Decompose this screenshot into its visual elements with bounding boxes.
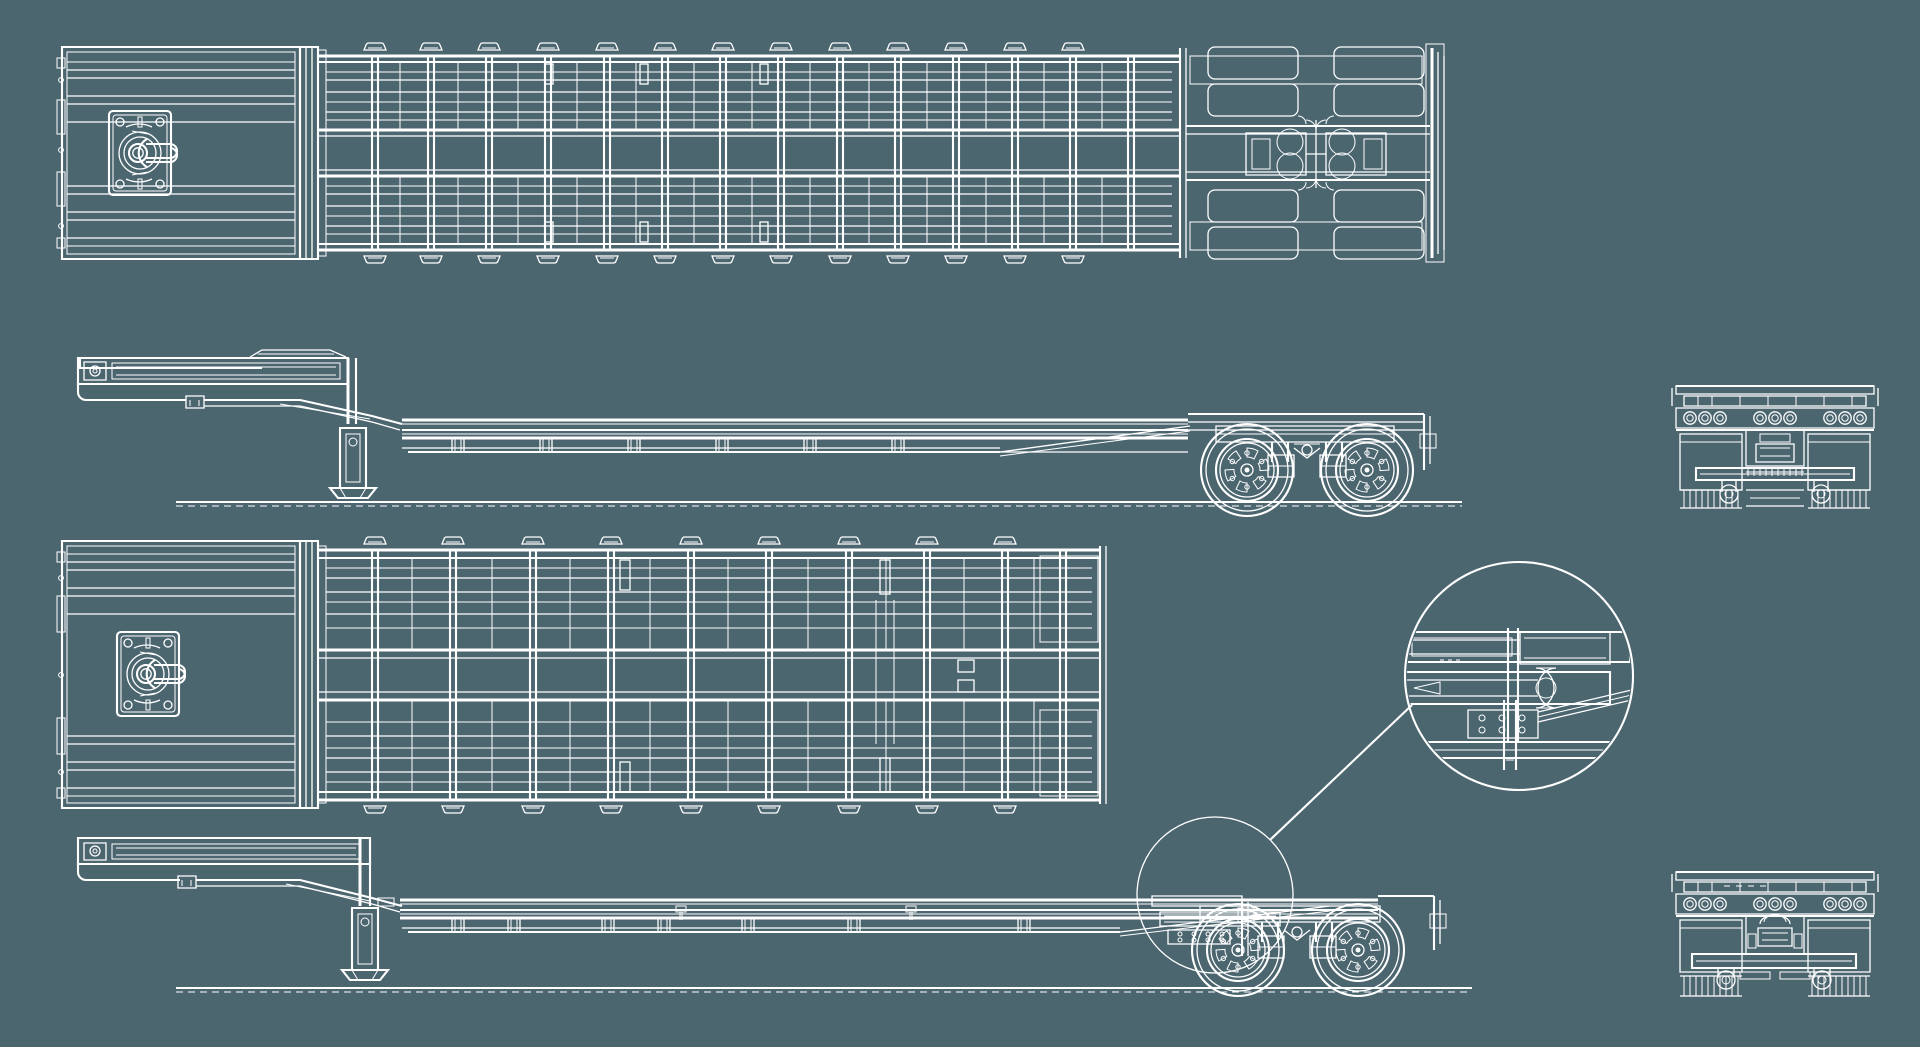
icc-bumper-lower bbox=[1692, 954, 1856, 968]
tandem-axle-elev-lower bbox=[1190, 896, 1446, 998]
gooseneck-plan-lower bbox=[57, 541, 300, 808]
crossmembers-plan-upper bbox=[370, 56, 1136, 250]
suspension-hardware-plan bbox=[1246, 116, 1386, 190]
detail-callout bbox=[1137, 562, 1640, 973]
view-rear-lower bbox=[1672, 872, 1878, 996]
tires-upper-left bbox=[1208, 47, 1298, 116]
slider-assembly-elev-lower bbox=[1152, 896, 1280, 956]
outrigger-sockets-lower bbox=[451, 917, 1031, 933]
beam-markers-lower bbox=[675, 905, 917, 920]
crossmembers-plan-lower bbox=[370, 550, 1068, 800]
tandem-axle-plan-upper bbox=[1208, 47, 1424, 259]
mudflap-left-lower bbox=[1683, 976, 1739, 996]
detail-contents bbox=[1398, 628, 1640, 770]
icc-bumper-upper bbox=[1696, 468, 1854, 480]
stake-pockets-top-plan-upper bbox=[363, 42, 1085, 51]
mudflap-left-upper bbox=[1683, 490, 1739, 508]
gooseneck-elev-lower bbox=[78, 838, 402, 980]
main-deck-elev-upper bbox=[402, 420, 1190, 456]
outrigger-sockets-upper bbox=[451, 437, 905, 453]
deck-frame-plan-upper bbox=[318, 56, 1180, 250]
taillights-left-lower bbox=[1683, 897, 1727, 911]
deck-frame-plan-lower bbox=[318, 550, 1100, 800]
taillights-left-upper bbox=[1683, 411, 1727, 425]
tires-upper-right bbox=[1334, 47, 1424, 116]
view-elevation-upper bbox=[78, 350, 1462, 518]
tires-lower-left bbox=[1208, 190, 1298, 259]
stake-pockets-top-plan-lower bbox=[363, 536, 1017, 545]
view-plan-lower bbox=[57, 536, 1106, 814]
rear-frame-plan-upper bbox=[1180, 44, 1444, 262]
gooseneck-elev-upper bbox=[78, 350, 402, 498]
landing-gear-leg-lower bbox=[352, 908, 378, 970]
stake-pockets-bottom-plan-upper bbox=[363, 255, 1085, 264]
detail-enlarged-circle bbox=[1405, 562, 1633, 790]
crossmembers-secondary-plan-upper bbox=[399, 62, 1103, 244]
tiedown-blocks-plan-upper bbox=[544, 63, 769, 243]
rear-subframe-plan-lower bbox=[1040, 546, 1106, 804]
stub-plates-plan-lower bbox=[619, 559, 975, 793]
taillights-center-upper bbox=[1753, 411, 1797, 425]
taillights-right-upper bbox=[1823, 411, 1867, 425]
tires-lower-right bbox=[1334, 190, 1424, 259]
neck-transition-plan-upper bbox=[300, 47, 326, 259]
license-plate-lower bbox=[1758, 928, 1792, 946]
detail-leader-line bbox=[1270, 705, 1412, 840]
neck-transition-plan-lower bbox=[300, 541, 326, 808]
detail-source-circle bbox=[1137, 817, 1293, 973]
view-rear-upper bbox=[1672, 386, 1878, 508]
landing-gear-leg-upper bbox=[340, 428, 366, 488]
view-plan-upper bbox=[57, 42, 1444, 264]
mudflap-right-lower bbox=[1811, 976, 1867, 996]
tandem-axle-elev-upper bbox=[1188, 414, 1436, 518]
crossmembers-secondary-plan-lower bbox=[411, 558, 1035, 792]
taillights-center-lower bbox=[1753, 897, 1797, 911]
license-plate-upper bbox=[1756, 444, 1794, 462]
taillights-right-lower bbox=[1823, 897, 1867, 911]
mudflap-right-upper bbox=[1811, 490, 1867, 508]
gooseneck-plan-upper bbox=[57, 47, 300, 259]
stake-pockets-bottom-plan-lower bbox=[363, 805, 1017, 814]
view-elevation-lower bbox=[78, 838, 1472, 998]
